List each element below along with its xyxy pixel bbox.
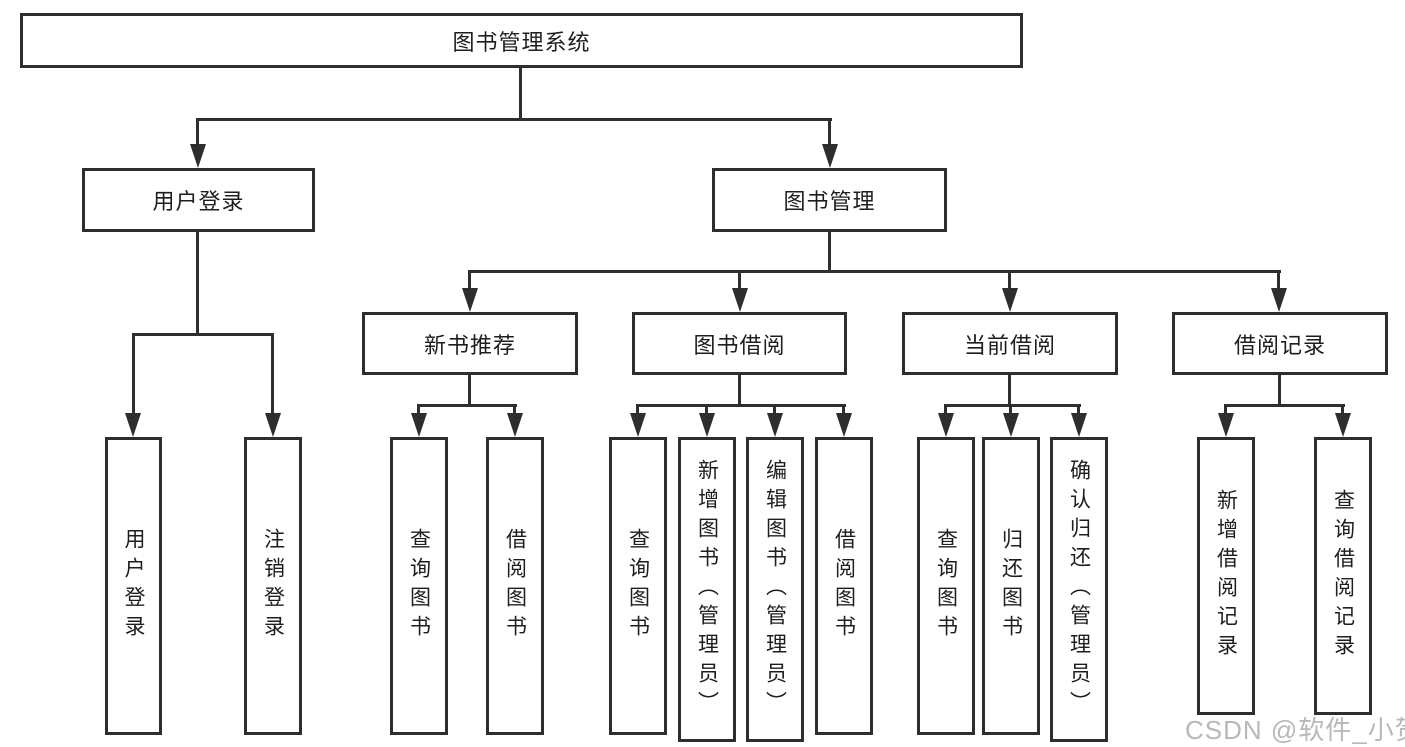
arrowhead (265, 413, 281, 437)
connector-user-login-drop (196, 118, 199, 148)
leaf-add-books-admin: 新增图书（管理员） (678, 437, 736, 742)
arrowhead (1335, 413, 1351, 437)
connector-user-branch-hbar (132, 333, 274, 336)
connector-stem (1278, 375, 1281, 406)
arrowhead (125, 413, 141, 437)
connector-root-stem (519, 68, 522, 120)
leaf-query-books: 查询图书 (390, 437, 448, 735)
leaf-borrow-books: 借阅图书 (815, 437, 873, 735)
leaf-query-books: 查询图书 (609, 437, 667, 735)
arrowhead (836, 413, 852, 437)
connector-stem (1008, 375, 1011, 406)
connector-drop (705, 404, 708, 417)
arrowhead (411, 413, 427, 437)
arrowhead (462, 288, 478, 312)
arrowhead (1002, 288, 1018, 312)
connector-drop (1277, 270, 1280, 290)
leaf-query-books: 查询图书 (917, 437, 975, 735)
connector-drop (513, 404, 516, 417)
arrowhead (699, 413, 715, 437)
connector-drop (1009, 404, 1012, 417)
connector-drop (944, 404, 947, 417)
connector-drop (132, 333, 135, 417)
arrowhead (767, 413, 783, 437)
arrowhead (1003, 413, 1019, 437)
arrowhead (1218, 413, 1234, 437)
connector-hbar (1224, 404, 1345, 407)
connector-drop (271, 333, 274, 417)
connector-mgmt-branch-hbar (468, 270, 1281, 273)
leaf-user-login: 用户登录 (105, 437, 162, 735)
connector-root-hbar (197, 118, 832, 121)
leaf-return-books: 归还图书 (982, 437, 1040, 735)
arrowhead (630, 413, 646, 437)
node-user-login: 用户登录 (82, 168, 315, 232)
arrowhead (1071, 413, 1087, 437)
connector-drop (1008, 270, 1011, 290)
connector-drop (842, 404, 845, 417)
connector-drop (636, 404, 639, 417)
connector-hbar (417, 404, 517, 407)
connector-stem (738, 375, 741, 406)
arrowhead (938, 413, 954, 437)
leaf-confirm-return-admin: 确认归还（管理员） (1050, 437, 1108, 742)
connector-drop (1224, 404, 1227, 417)
connector-drop (1341, 404, 1344, 417)
leaf-borrow-books: 借阅图书 (486, 437, 544, 735)
leaf-query-borrow-record: 查询借阅记录 (1314, 437, 1372, 715)
leaf-edit-books-admin: 编辑图书（管理员） (746, 437, 804, 742)
leaf-logout: 注销登录 (244, 437, 302, 735)
csdn-watermark: CSDN @软件_小贺同学 (1185, 715, 1405, 745)
arrowhead (822, 144, 838, 168)
connector-hbar (944, 404, 1081, 407)
node-library-system: 图书管理系统 (20, 13, 1023, 68)
connector-drop (1077, 404, 1080, 417)
connector-drop (773, 404, 776, 417)
arrowhead (190, 144, 206, 168)
connector-drop (738, 270, 741, 290)
connector-book-mgmt-drop (828, 118, 831, 148)
node-current-borrowing: 当前借阅 (902, 312, 1118, 375)
arrowhead (1271, 288, 1287, 312)
node-book-management: 图书管理 (712, 168, 947, 232)
connector-user-branch-stem (196, 232, 199, 335)
leaf-add-borrow-record: 新增借阅记录 (1197, 437, 1255, 715)
connector-mgmt-branch-stem (828, 232, 831, 272)
node-book-borrowing: 图书借阅 (632, 312, 847, 375)
connector-hbar (636, 404, 846, 407)
connector-drop (468, 270, 471, 290)
node-borrowing-records: 借阅记录 (1172, 312, 1388, 375)
connector-stem (468, 375, 471, 406)
arrowhead (507, 413, 523, 437)
connector-drop (417, 404, 420, 417)
arrowhead (732, 288, 748, 312)
node-new-book-recommend: 新书推荐 (362, 312, 578, 375)
